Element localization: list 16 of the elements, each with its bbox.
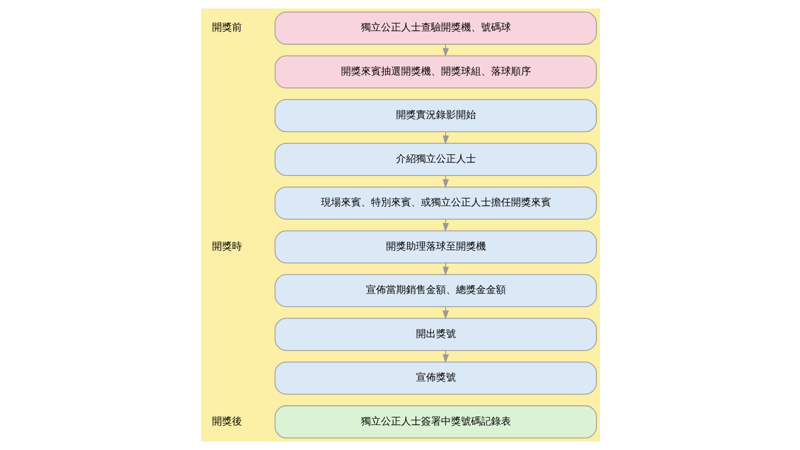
node-box: 獨立公正人士簽署中獎號碼記錄表 bbox=[274, 405, 596, 438]
node-box: 開獎助理落球至開獎機 bbox=[274, 230, 596, 264]
label: 開獎前 bbox=[211, 22, 242, 34]
arrow bbox=[442, 175, 448, 188]
node-box: 介紹獨立公正人士 bbox=[274, 142, 596, 176]
node-box: 宣佈獎號 bbox=[274, 362, 596, 395]
label: 開獎後 bbox=[211, 416, 242, 428]
arrow bbox=[442, 262, 448, 276]
node-box: 開出獎號 bbox=[274, 318, 596, 351]
node-box: 開獎實況錄影開始 bbox=[274, 99, 596, 132]
arrow bbox=[442, 350, 448, 364]
node-box: 現場來賓、特別來賓、或獨立公正人士擔任開獎來賓 bbox=[274, 186, 596, 220]
node-box: 開獎來賓抽選開獎機、開獎球組、落球順序 bbox=[274, 55, 596, 88]
node-box: 宣佈當期銷售金額、總獎金金額 bbox=[274, 274, 596, 308]
node-box: 獨立公正人士查驗開獎機、號碼球 bbox=[274, 12, 596, 45]
label: 開獎時 bbox=[211, 241, 242, 252]
